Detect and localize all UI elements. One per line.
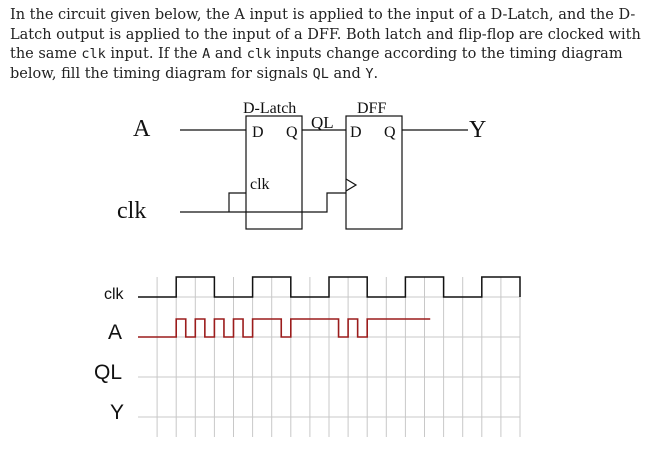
d-latch-clk-pin: clk (250, 176, 270, 193)
circuit-diagram: A clk D-Latch D Q clk QL DFF D Q Y (117, 100, 486, 230)
dff-clock-triangle (345, 178, 358, 192)
a-waveform (138, 318, 431, 338)
timing-label-ql: QL (94, 361, 122, 384)
d-latch-box (245, 115, 303, 230)
question-part-5: and (328, 65, 366, 82)
timing-label-y: Y (110, 401, 124, 424)
code-clk-2: clk (246, 46, 272, 62)
dff-q-pin: Q (384, 124, 396, 141)
code-a: A (202, 46, 211, 62)
dff-box (345, 115, 403, 230)
question-part-6: . (373, 65, 379, 82)
dff-title: DFF (357, 100, 386, 117)
input-clk-label: clk (117, 198, 146, 224)
wire-clk-to-latch (228, 192, 246, 212)
clk-waveform (138, 276, 521, 298)
timing-label-a: A (108, 321, 122, 344)
d-latch-q-pin: Q (286, 124, 298, 141)
d-latch-d-pin: D (252, 124, 264, 141)
code-y: Y (365, 65, 374, 82)
d-latch-title: D-Latch (243, 100, 296, 117)
input-a-label: A (133, 116, 151, 142)
question-text: In the circuit given below, the A input … (10, 6, 660, 84)
code-ql: QL (312, 65, 329, 82)
output-y-label: Y (469, 117, 486, 143)
question-part-3: and (210, 46, 247, 62)
question-part-4: inputs change according to the timing di… (10, 46, 623, 82)
wire-clk-to-dff (180, 192, 346, 213)
question-part-2: input. If the (105, 46, 203, 62)
question-part-1: In the circuit given below, the A input … (10, 7, 641, 62)
timing-diagram: clk A QL Y (94, 276, 521, 437)
dff-d-pin: D (350, 124, 362, 141)
ql-label: QL (311, 113, 334, 132)
timing-grid (138, 277, 521, 437)
code-clk: clk (81, 46, 106, 62)
timing-label-clk: clk (104, 286, 125, 303)
